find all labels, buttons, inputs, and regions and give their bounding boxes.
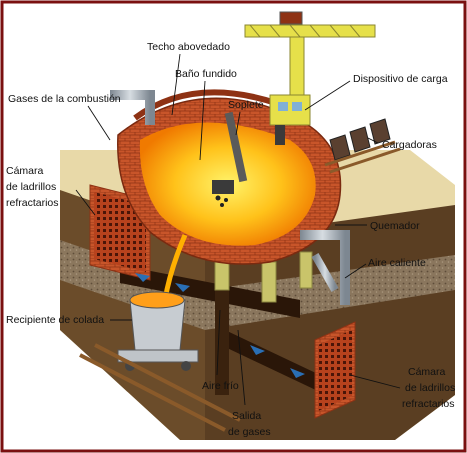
rail-2 bbox=[94, 343, 241, 422]
flue-channel-left bbox=[120, 265, 300, 318]
label-camara-right-2: de ladrillos bbox=[405, 382, 455, 394]
ladle-molten bbox=[129, 291, 185, 309]
rail-1 bbox=[79, 353, 226, 432]
charging-box bbox=[212, 180, 234, 194]
label-camara-left-2: de ladrillos bbox=[6, 181, 56, 193]
label-aire-frio: Aire frío bbox=[202, 380, 239, 392]
leader-lines bbox=[75, 53, 401, 406]
ladle-cart bbox=[117, 349, 199, 363]
label-quemador: Quemador bbox=[370, 220, 420, 232]
furnace-pillar-3 bbox=[299, 251, 313, 289]
right-chamber-checkerwork bbox=[318, 330, 352, 411]
label-dispositivo-carga: Dispositivo de carga bbox=[353, 73, 448, 85]
crane-cabin bbox=[269, 94, 311, 126]
left-chamber-checkerwork bbox=[94, 192, 146, 272]
label-aire-caliente: Aire caliente bbox=[368, 257, 426, 269]
label-bano-fundido: Baño fundido bbox=[175, 68, 237, 80]
charging-crane bbox=[244, 11, 376, 145]
label-camara-left-3: refractarios bbox=[6, 197, 59, 209]
label-camara-left-1: Cámara bbox=[6, 165, 44, 177]
label-camara-right-3: refractarios bbox=[402, 398, 455, 410]
hot-air-pipe bbox=[300, 230, 350, 305]
label-soplete: Soplete bbox=[228, 99, 264, 111]
flow-arrows bbox=[135, 273, 305, 378]
label-gases-combustion: Gases de la combustión bbox=[8, 93, 121, 105]
torch-lance bbox=[224, 111, 248, 183]
label-recipiente-colada: Recipiente de colada bbox=[6, 314, 104, 326]
label-techo-abovedado: Techo abovedado bbox=[147, 41, 230, 53]
label-salida-2: de gases bbox=[228, 426, 271, 438]
label-cargadoras: Cargadoras bbox=[382, 139, 437, 151]
label-camara-right-1: Cámara bbox=[408, 366, 446, 378]
label-salida-1: Salida bbox=[232, 410, 261, 422]
air-duct bbox=[215, 275, 229, 395]
furnace-pillar-2 bbox=[261, 261, 277, 303]
charging-cars bbox=[324, 118, 401, 174]
